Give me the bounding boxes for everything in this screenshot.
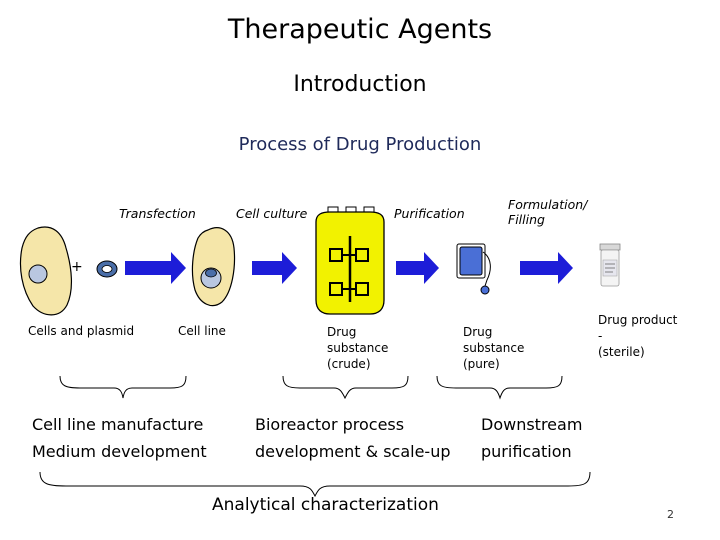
group-downstream-line1: Downstream [481, 415, 583, 434]
group-medium-development: Medium development [32, 442, 207, 461]
label-drug-substance-crude: Drug substance (crude) [327, 324, 388, 372]
media-bag-icon [456, 243, 491, 295]
slide-subtitle: Introduction [293, 72, 427, 97]
drug-pure-line3: (pure) [463, 357, 500, 371]
stage-label-transfection: Transfection [119, 206, 196, 221]
group-bioreactor: Bioreactor process development & scale-u… [255, 411, 451, 465]
drug-product-line3: (sterile) [598, 345, 645, 359]
group-downstream-line2: purification [481, 442, 572, 461]
stage-label-purification: Purification [394, 206, 465, 221]
drug-pure-line2: substance [463, 341, 525, 355]
stage-label-formulation-line2: Filling [508, 212, 545, 227]
cell-line-icon [191, 227, 236, 307]
plasmid-icon [96, 260, 118, 278]
process-title: Process of Drug Production [238, 134, 482, 155]
stage-label-formulation: Formulation/ Filling [508, 197, 587, 227]
bioreactor-icon [315, 206, 385, 315]
label-drug-product: Drug product - (sterile) [598, 312, 677, 360]
vial-icon [599, 243, 621, 287]
drug-crude-line1: Drug [327, 325, 357, 339]
brace-bioreactor [282, 375, 409, 400]
stage-label-cell-culture: Cell culture [236, 206, 308, 221]
brace-downstream [436, 375, 563, 400]
drug-product-line1: Drug product [598, 313, 678, 327]
slide-title: Therapeutic Agents [227, 14, 493, 45]
stage-label-formulation-line1: Formulation/ [508, 197, 588, 212]
page-number: 2 [667, 508, 674, 521]
drug-pure-line1: Drug [463, 325, 493, 339]
group-bioreactor-line2: development & scale-up [255, 442, 451, 461]
arrow-purification [396, 252, 439, 284]
arrow-transfection [125, 252, 186, 284]
group-bioreactor-line1: Bioreactor process [255, 415, 405, 434]
brace-cell-line [59, 375, 187, 399]
group-downstream: Downstream purification [481, 411, 582, 465]
drug-crude-line3: (crude) [327, 357, 371, 371]
group-cell-line: Cell line manufacture Medium development [32, 411, 207, 465]
group-cell-line-manufacture: Cell line manufacture [32, 415, 204, 434]
drug-product-line2: - [598, 329, 603, 343]
arrow-formulation [520, 252, 573, 284]
label-cells-and-plasmid: Cells and plasmid [28, 324, 135, 338]
drug-crude-line2: substance [327, 341, 389, 355]
label-cell-line: Cell line [178, 324, 226, 338]
brace-analytical [39, 471, 591, 498]
plus-sign: + [71, 259, 83, 275]
arrow-cell-culture [252, 252, 297, 284]
label-drug-substance-pure: Drug substance (pure) [463, 324, 524, 372]
cell-icon [19, 226, 72, 316]
group-analytical: Analytical characterization [212, 495, 439, 515]
